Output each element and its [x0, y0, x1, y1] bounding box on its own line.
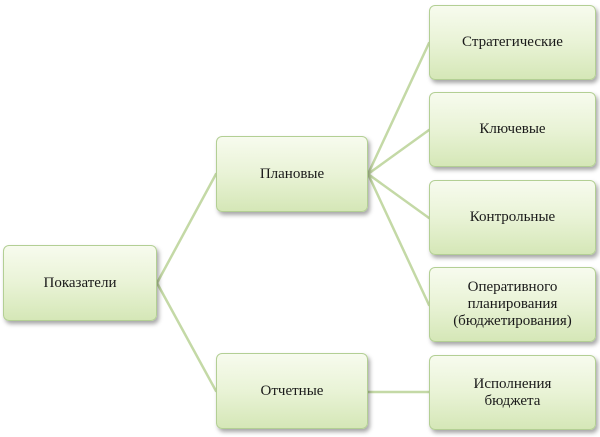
node-budget-execution-label: Исполнения бюджета: [473, 375, 552, 409]
node-operational-planning: Оперативного планирования (бюджетировани…: [429, 267, 596, 342]
node-planned-label: Плановые: [259, 165, 325, 182]
node-operational-planning-label: Оперативного планирования (бюджетировани…: [453, 279, 572, 329]
connector-plan-to-oper: [366, 172, 431, 307]
node-reporting-label: Отчетные: [260, 382, 324, 399]
node-key: Ключевые: [429, 92, 596, 167]
node-budget-execution: Исполнения бюджета: [429, 355, 596, 430]
node-control-label: Контрольные: [469, 209, 556, 225]
connector-root-to-report: [155, 281, 218, 393]
connector-plan-to-ctrl: [366, 172, 431, 220]
connector-root-to-plan: [155, 172, 218, 285]
node-planned: Плановые: [216, 136, 368, 212]
node-strategic: Стратегические: [429, 5, 596, 80]
node-reporting: Отчетные: [216, 353, 368, 429]
connector-plan-to-strat: [366, 41, 431, 176]
connector-plan-to-key: [366, 128, 431, 176]
node-key-label: Ключевые: [479, 121, 546, 137]
node-strategic-label: Стратегические: [462, 34, 563, 50]
node-indicators-label: Показатели: [43, 274, 117, 291]
node-control: Контрольные: [429, 180, 596, 255]
node-indicators: Показатели: [3, 245, 157, 321]
